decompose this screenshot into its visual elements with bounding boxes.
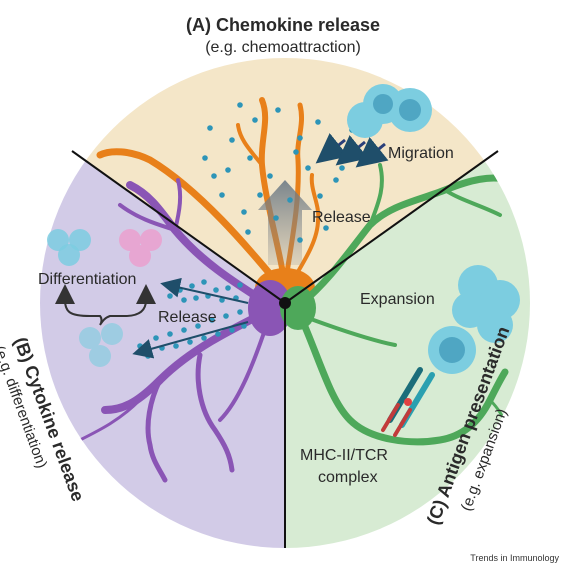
- molecule-dot: [241, 323, 247, 329]
- release-up-arrow: [258, 180, 312, 265]
- center-node: [279, 297, 291, 309]
- molecule-dot: [167, 331, 173, 337]
- molecule-dot: [173, 343, 179, 349]
- green-dendritic-cell: [296, 163, 514, 446]
- molecule-dot: [223, 313, 229, 319]
- molecule-dot: [219, 297, 225, 303]
- molecule-dot: [245, 229, 251, 235]
- progenitor-cells: [79, 323, 123, 367]
- molecule-dot: [237, 102, 243, 108]
- release-label-b: Release: [158, 309, 217, 326]
- molecule-dot: [297, 135, 303, 141]
- molecule-dot: [305, 165, 311, 171]
- complex-label-line1: MHC-II/TCR: [300, 447, 388, 464]
- green-cell-body: [280, 286, 316, 330]
- molecule-dot: [187, 339, 193, 345]
- differentiation-label: Differentiation: [38, 271, 136, 288]
- molecule-dot: [297, 237, 303, 243]
- molecule-dot: [275, 107, 281, 113]
- blue-cell-nucleus: [399, 99, 421, 121]
- molecule-dot: [137, 343, 143, 349]
- migration-label: Migration: [388, 145, 454, 162]
- release-arrow-upper: [160, 277, 249, 304]
- molecule-dot: [201, 279, 207, 285]
- complex-label-line2: complex: [318, 469, 378, 486]
- molecule-dot: [257, 192, 263, 198]
- panel-a-subtitle: (e.g. chemoattraction): [205, 39, 361, 56]
- release-label-a: Release: [312, 209, 371, 226]
- molecule-dot: [181, 297, 187, 303]
- molecule-dot: [189, 283, 195, 289]
- molecule-dot: [317, 193, 323, 199]
- molecule-dot: [293, 149, 299, 155]
- panel-a-title: (A) Chemokine release: [186, 15, 380, 35]
- molecule-dot: [215, 331, 221, 337]
- divider-a-b: [71, 150, 286, 304]
- molecule-dot: [323, 225, 329, 231]
- molecule-dot: [211, 173, 217, 179]
- molecule-dot: [193, 295, 199, 301]
- migrating-cells: [347, 84, 432, 138]
- t-cell-with-tcr: [428, 326, 476, 374]
- molecule-dot: [339, 165, 345, 171]
- molecule-dot: [202, 155, 208, 161]
- molecule-dot: [225, 167, 231, 173]
- differentiated-pink-cells: [119, 229, 162, 267]
- release-arrow-lower: [132, 321, 249, 359]
- molecule-dot: [201, 335, 207, 341]
- divider-a-c: [284, 150, 499, 304]
- molecule-dot: [241, 209, 247, 215]
- blue-cell-nucleus: [373, 94, 393, 114]
- molecule-dot: [195, 323, 201, 329]
- molecule-dot: [145, 353, 151, 359]
- molecule-dot: [229, 137, 235, 143]
- molecule-dot: [229, 327, 235, 333]
- expanded-t-cells: [452, 265, 520, 343]
- molecule-dot: [219, 192, 225, 198]
- molecule-dot: [207, 125, 213, 131]
- molecule-dot: [252, 117, 258, 123]
- molecule-dot: [247, 155, 253, 161]
- molecule-dot: [273, 215, 279, 221]
- migration-arrows: [315, 133, 389, 168]
- molecule-dot: [225, 285, 231, 291]
- molecule-dot: [181, 327, 187, 333]
- molecule-dot: [287, 197, 293, 203]
- expansion-label: Expansion: [360, 291, 435, 308]
- purple-cell-body: [248, 280, 292, 336]
- blue-cell: [347, 102, 383, 138]
- molecule-dot: [213, 287, 219, 293]
- molecule-dot: [315, 119, 321, 125]
- differentiation-bracket: [64, 299, 147, 326]
- molecule-dot: [209, 317, 215, 323]
- mhc-tcr-complex: [381, 367, 435, 437]
- molecule-dot: [153, 335, 159, 341]
- molecule-dot: [167, 293, 173, 299]
- molecule-dot: [333, 177, 339, 183]
- differentiated-blue-cells: [47, 229, 91, 266]
- journal-footer: Trends in Immunology: [470, 553, 559, 563]
- molecule-dot: [267, 173, 273, 179]
- molecule-dot: [237, 282, 243, 288]
- molecule-dot: [237, 309, 243, 315]
